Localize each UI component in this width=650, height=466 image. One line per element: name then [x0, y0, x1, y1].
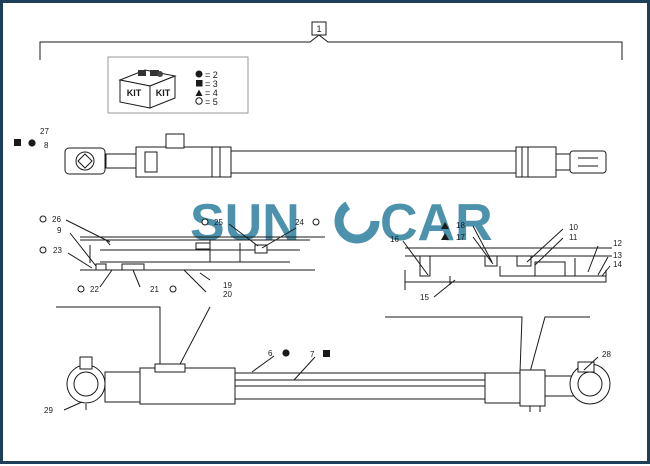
- top-cylinder: [64, 133, 607, 178]
- callout-labels: 27 8 26 9 23 22 21 25 24 19 20 18 17 16 …: [40, 127, 622, 415]
- legend-text-2: = 2: [205, 70, 218, 80]
- circle-open-icon: [195, 97, 203, 105]
- triangle-filled-icon: [441, 222, 449, 229]
- suncar-watermark: SUN CAR: [190, 194, 493, 252]
- callout-7: 7: [310, 350, 315, 359]
- assembly-bracket: 1: [39, 21, 623, 60]
- callout-13: 13: [613, 251, 622, 260]
- legend-text-3: = 3: [205, 79, 218, 89]
- triangle-filled-icon: [195, 89, 203, 96]
- callout-9: 9: [57, 226, 62, 235]
- callout-26: 26: [52, 215, 61, 224]
- watermark-c-icon: [334, 198, 380, 244]
- watermark-text-right: CAR: [380, 194, 493, 252]
- callout-19: 19: [223, 281, 232, 290]
- callout-symbols: [14, 139, 449, 357]
- callout-11: 11: [569, 233, 578, 242]
- bottom-cylinder: [56, 306, 611, 412]
- callout-20: 20: [223, 290, 232, 299]
- callout-16: 16: [390, 235, 399, 244]
- kit-legend-box: KIT KIT = 2 = 3 = 4 = 5: [107, 56, 249, 114]
- callout-8: 8: [44, 141, 49, 150]
- square-filled-icon: [196, 80, 203, 87]
- callout-21: 21: [150, 285, 159, 294]
- callout-23: 23: [53, 246, 62, 255]
- legend-text-5: = 5: [205, 97, 218, 107]
- circle-open-icon: [39, 246, 47, 254]
- kit-box-icon: KIT KIT: [118, 69, 177, 109]
- callout-18: 18: [456, 221, 465, 230]
- square-filled-icon: [14, 139, 21, 146]
- circle-open-icon: [77, 285, 85, 293]
- callout-12: 12: [613, 239, 622, 248]
- circle-open-icon: [201, 218, 209, 226]
- assembly-number: 1: [316, 24, 321, 34]
- callout-29: 29: [44, 406, 53, 415]
- circle-filled-icon: [28, 139, 36, 147]
- kit-label-left: KIT: [127, 88, 142, 98]
- callout-17: 17: [456, 233, 465, 242]
- circle-open-icon: [312, 218, 320, 226]
- callout-6: 6: [268, 349, 273, 358]
- circle-open-icon: [169, 285, 177, 293]
- callout-28: 28: [602, 350, 611, 359]
- detail-view-right: [402, 225, 612, 298]
- parts-diagram: 1 KIT KIT = 2 = 3 = 4 = 5: [14, 21, 623, 415]
- callout-27: 27: [40, 127, 49, 136]
- callout-10: 10: [569, 223, 578, 232]
- legend-row-3: = 3: [196, 79, 218, 89]
- circle-open-icon: [39, 215, 47, 223]
- triangle-filled-icon: [441, 233, 449, 240]
- circle-filled-icon: [195, 70, 203, 78]
- kit-label-right: KIT: [156, 88, 171, 98]
- circle-filled-icon: [282, 349, 290, 357]
- legend-row-4: = 4: [195, 88, 218, 98]
- callout-25: 25: [214, 218, 223, 227]
- callout-24: 24: [295, 218, 304, 227]
- detail-view-left: [65, 219, 325, 293]
- legend-row-2: = 2: [195, 70, 218, 80]
- square-filled-icon: [323, 350, 330, 357]
- legend-row-5: = 5: [195, 97, 218, 107]
- callout-22: 22: [90, 285, 99, 294]
- legend-text-4: = 4: [205, 88, 218, 98]
- callout-15: 15: [420, 293, 429, 302]
- callout-14: 14: [613, 260, 622, 269]
